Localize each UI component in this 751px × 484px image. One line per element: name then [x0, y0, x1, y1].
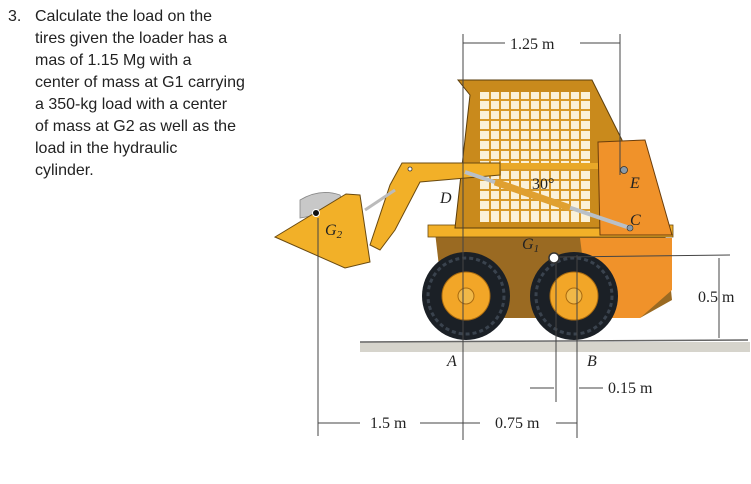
cab-cage	[480, 92, 590, 222]
problem-text: Calculate the load on the tires given th…	[35, 6, 265, 182]
dim-1-25: 1.25 m	[510, 36, 555, 53]
g1-marker	[548, 252, 560, 264]
bucket	[273, 193, 371, 269]
text-line: load in the hydraulic	[35, 140, 178, 157]
g2-marker	[312, 209, 320, 217]
dim-0-75: 0.75 m	[495, 415, 540, 432]
text-line: mas of 1.15 Mg with a	[35, 52, 192, 69]
cylinder-barrel	[493, 178, 572, 212]
text-line: cylinder.	[35, 162, 94, 179]
ground-shadow	[360, 342, 750, 352]
label-b: B	[587, 353, 597, 370]
cage-grid	[480, 92, 590, 222]
angle-label: 30°	[532, 176, 554, 193]
dim-1-5: 1.5 m	[370, 415, 407, 432]
tire-b	[530, 252, 618, 340]
pin-c	[626, 224, 634, 232]
text-line: center of mass at G1 carrying	[35, 74, 245, 91]
dimension-lines	[317, 34, 731, 440]
dim-0-5: 0.5 m	[698, 289, 735, 306]
text-line: of mass at G2 as well as the	[35, 118, 236, 135]
label-e: E	[629, 175, 640, 192]
label-c: C	[630, 212, 641, 229]
label-a: A	[446, 353, 457, 370]
dim-0-15: 0.15 m	[608, 380, 653, 397]
text-line: tires given the loader has a	[35, 30, 228, 47]
label-g1: G1	[522, 236, 539, 255]
problem-number: 3.	[8, 8, 22, 25]
loader-arm	[369, 162, 501, 251]
cab-rail	[455, 163, 625, 169]
arm-pin	[407, 166, 413, 172]
tilt-rod	[364, 188, 396, 212]
text-line: Calculate the load on the	[35, 8, 213, 25]
text-line: a 350-kg load with a center	[35, 96, 228, 113]
rear-tower	[597, 139, 673, 236]
tire-a	[422, 252, 510, 340]
label-g2: G2	[325, 222, 343, 241]
label-d: D	[439, 190, 452, 207]
ground-line	[359, 339, 749, 343]
pin-e	[620, 166, 628, 174]
